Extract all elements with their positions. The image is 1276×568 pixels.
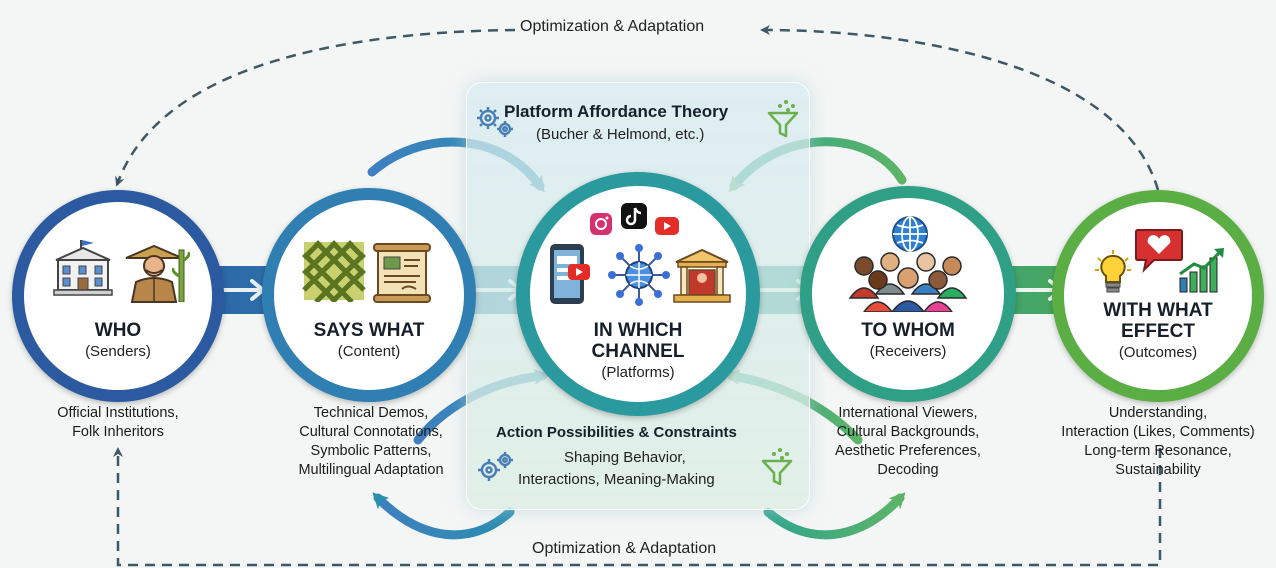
bottom-feedback-loop xyxy=(113,447,1162,567)
to-whom-description-line: International Viewers, xyxy=(838,405,978,421)
who-description-line: Official Institutions, xyxy=(57,405,179,421)
gears-icon-lower xyxy=(478,452,513,481)
channel-to-receiver-arc xyxy=(763,492,906,540)
growth-chart-icon xyxy=(1179,248,1224,293)
to-whom-subtitle: (Receivers) xyxy=(869,343,947,360)
effect-title-line-1: WITH WHAT xyxy=(1103,300,1213,321)
says-what-subtitle: (Content) xyxy=(337,343,401,360)
effect-description: Understanding, Interaction (Likes, Comme… xyxy=(1040,404,1276,480)
youtube-icon xyxy=(655,217,679,235)
to-whom-title: TO WHOM xyxy=(861,320,955,341)
says-what-description: Technical Demos, Cultural Connotations, … xyxy=(266,404,476,480)
folk-artisan-icon xyxy=(125,244,183,303)
museum-icon xyxy=(673,248,731,303)
funnel-icon-lower xyxy=(761,448,793,486)
effect-description-line: Understanding, xyxy=(1108,405,1208,421)
audience-group-icon xyxy=(848,252,968,312)
lightbulb-icon xyxy=(1095,250,1131,293)
smartphone-icon xyxy=(550,244,590,304)
heart-message-icon xyxy=(1135,229,1183,274)
to-whom-description-line: Decoding xyxy=(877,462,939,478)
effect-description-line: Sustainability xyxy=(1115,462,1201,478)
says-what-description-line: Symbolic Patterns, xyxy=(310,443,432,459)
action-line-2: Interactions, Meaning-Making xyxy=(518,471,715,488)
channel-title-line-2: CHANNEL xyxy=(591,341,685,362)
channel-to-content-return-arc xyxy=(372,492,515,540)
effect-description-line: Interaction (Likes, Comments) xyxy=(1061,424,1255,440)
effect-subtitle: (Outcomes) xyxy=(1118,344,1198,361)
woven-pattern-icon xyxy=(302,240,366,302)
effect-description-line: Long-term Resonance, xyxy=(1084,443,1232,459)
bamboo-icon xyxy=(172,249,190,302)
top-loop-label: Optimization & Adaptation xyxy=(520,18,705,35)
who-title: WHO xyxy=(94,320,142,341)
to-whom-description: International Viewers, Cultural Backgrou… xyxy=(806,404,1010,480)
who-subtitle: (Senders) xyxy=(85,343,151,360)
says-what-description-line: Cultural Connotations, xyxy=(299,424,443,440)
funnel-icon xyxy=(767,100,799,138)
says-what-description-line: Technical Demos, xyxy=(313,405,429,421)
action-line-1: Shaping Behavior, xyxy=(564,449,686,466)
who-description-line: Folk Inheritors xyxy=(72,424,164,440)
channel-title-line-1: IN WHICH xyxy=(593,320,683,341)
says-what-description-line: Multilingual Adaptation xyxy=(298,462,444,478)
to-whom-description-line: Cultural Backgrounds, xyxy=(836,424,980,440)
tiktok-icon xyxy=(621,203,647,229)
gears-icon xyxy=(477,107,513,137)
to-whom-description-line: Aesthetic Preferences, xyxy=(835,443,981,459)
scroll-icon xyxy=(373,243,431,303)
instagram-icon xyxy=(590,213,612,235)
effect-title-line-2: EFFECT xyxy=(1121,321,1195,342)
affordance-theory-citation: (Bucher & Helmond, etc.) xyxy=(536,126,705,143)
channel-subtitle: (Platforms) xyxy=(601,364,675,381)
who-description: Official Institutions, Folk Inheritors xyxy=(18,404,218,442)
says-what-title: SAYS WHAT xyxy=(313,320,425,341)
network-globe-icon xyxy=(608,244,670,306)
affordance-theory-title: Platform Affordance Theory xyxy=(504,102,729,121)
government-building-icon xyxy=(53,240,113,296)
bottom-loop-label: Optimization & Adaptation xyxy=(532,540,717,557)
top-feedback-loop-left xyxy=(115,28,516,187)
action-possibilities-title: Action Possibilities & Constraints xyxy=(496,424,737,441)
globe-icon xyxy=(892,216,928,252)
top-feedback-loop xyxy=(760,25,1160,191)
